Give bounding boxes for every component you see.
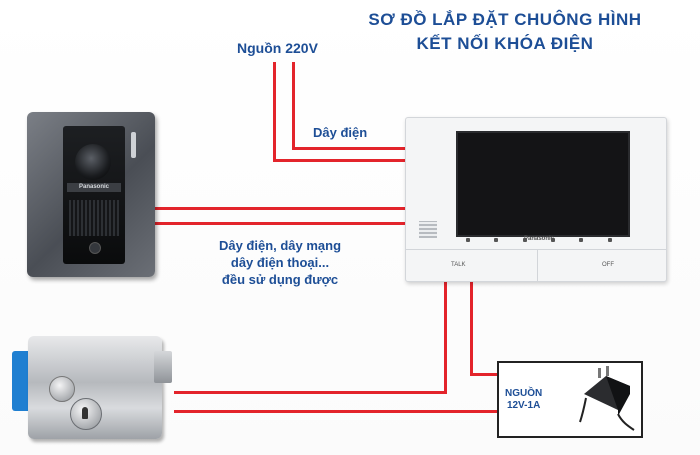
power-supply-label-line-2: 12V-1A	[506, 400, 541, 411]
lock-bolt	[154, 351, 172, 383]
control-button-icon	[494, 238, 499, 242]
wire-220-a-vertical	[273, 62, 276, 162]
title-line-2: KẾT NỐI KHÓA ĐIỆN	[416, 34, 594, 53]
wire-monitor-down-1	[444, 280, 447, 394]
control-button-icon	[466, 238, 471, 242]
title-line-1: SƠ ĐỒ LẮP ĐẶT CHUÔNG HÌNH	[368, 10, 642, 29]
off-label: OFF	[602, 262, 614, 268]
electric-lock	[12, 333, 174, 440]
power-wire-label: Dây điện	[313, 125, 368, 140]
monitor-speaker	[419, 221, 437, 238]
control-button-icon	[579, 238, 584, 242]
control-button-icon	[607, 238, 612, 242]
wire-lock-1	[174, 391, 447, 394]
monitor-panel-mid-divider	[537, 250, 538, 281]
power-supply-label-line-1: NGUỒN	[505, 388, 543, 399]
lock-knob	[49, 376, 75, 402]
wire-220-b-horizontal	[292, 147, 405, 150]
indoor-monitor: Panasonic TALK OFF	[405, 117, 667, 282]
wire-lock-2	[174, 410, 498, 413]
talk-label: TALK	[451, 262, 466, 268]
call-button	[89, 242, 101, 254]
power-adapter-icon	[579, 366, 635, 431]
door-indicator	[131, 132, 136, 158]
lock-cylinder	[70, 398, 102, 430]
wire-door-monitor-1	[155, 207, 405, 210]
wire-power-1	[470, 373, 498, 376]
camera-icon	[75, 144, 111, 180]
cable-label-line-3: đều sử dụng được	[221, 272, 339, 287]
door-station: Panasonic	[27, 112, 155, 277]
cable-label-line-2: dây điện thoại...	[230, 255, 330, 270]
power-supply-label: NGUỒN 12V-1A	[505, 388, 542, 412]
keyhole-icon	[82, 407, 88, 419]
control-button-icon	[522, 238, 527, 242]
wire-220-a-horizontal	[273, 159, 405, 162]
monitor-controls	[454, 235, 624, 245]
monitor-screen	[456, 131, 630, 237]
diagram-title: SƠ ĐỒ LẮP ĐẶT CHUÔNG HÌNH KẾT NỐI KHÓA Đ…	[330, 8, 680, 56]
cable-types-label: Dây điện, dây mạng dây điện thoại... đều…	[180, 237, 380, 288]
monitor-panel-divider	[406, 249, 666, 250]
wire-monitor-down-2	[470, 280, 473, 376]
wire-220-b-vertical	[292, 62, 295, 150]
cable-label-line-1: Dây điện, dây mạng	[218, 238, 342, 253]
speaker-grille	[69, 200, 119, 236]
monitor-brand-label: Panasonic	[524, 236, 555, 242]
power-220v-label: Nguồn 220V	[237, 40, 318, 56]
control-button-icon	[551, 238, 556, 242]
wire-door-monitor-2	[155, 222, 405, 225]
door-brand-label: Panasonic	[67, 183, 121, 192]
